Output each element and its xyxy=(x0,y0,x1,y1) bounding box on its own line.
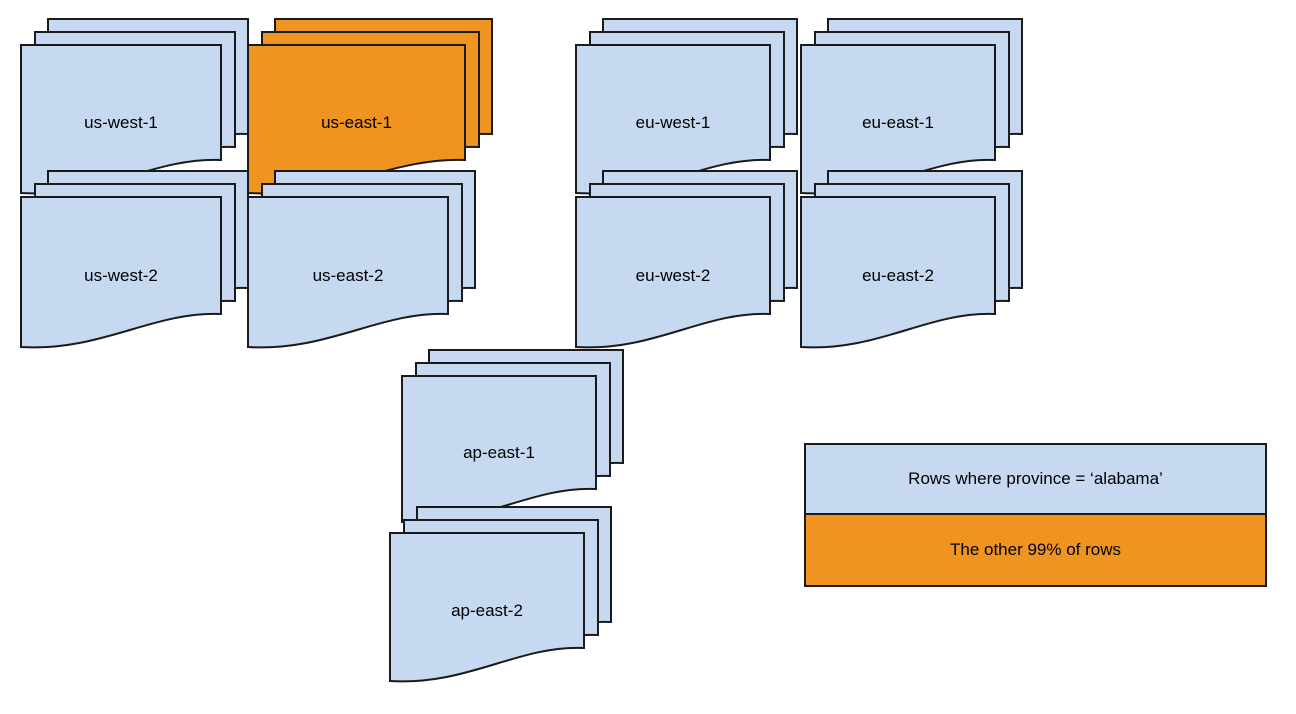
region-shape-us-east-2 xyxy=(247,170,476,349)
data-store-card xyxy=(575,196,771,349)
legend-label-other: The other 99% of rows xyxy=(949,540,1122,559)
region-shape-eu-east-2 xyxy=(800,170,1023,349)
region-shape-eu-east-1 xyxy=(800,18,1023,195)
legend-label-highlight: Rows where province = ‘alabama’ xyxy=(908,469,1163,488)
region-shape-eu-west-2 xyxy=(575,170,798,349)
region-shape-us-east-1 xyxy=(247,18,493,195)
region-stack-ap-east-1[interactable]: ap-east-1 xyxy=(401,349,627,553)
region-stack-ap-east-2[interactable]: ap-east-2 xyxy=(389,506,615,712)
region-stack-us-east-2[interactable]: us-east-2 xyxy=(247,170,479,378)
legend: Rows where province = ‘alabama’ The other… xyxy=(804,443,1267,587)
legend-row-highlight: Rows where province = ‘alabama’ xyxy=(806,445,1265,515)
region-stack-us-west-2[interactable]: us-west-2 xyxy=(20,170,252,378)
region-stack-us-east-1[interactable]: us-east-1 xyxy=(247,18,496,224)
data-store-card xyxy=(401,375,597,524)
region-stack-eu-east-2[interactable]: eu-east-2 xyxy=(800,170,1026,378)
legend-row-other: The other 99% of rows xyxy=(806,515,1265,585)
region-shape-ap-east-2 xyxy=(389,506,612,683)
region-shape-us-west-2 xyxy=(20,170,249,349)
data-store-card xyxy=(800,196,996,349)
region-shape-ap-east-1 xyxy=(401,349,624,524)
data-store-card xyxy=(20,196,222,349)
region-stack-eu-west-2[interactable]: eu-west-2 xyxy=(575,170,801,378)
data-store-card xyxy=(247,196,449,349)
data-store-card xyxy=(389,532,585,683)
